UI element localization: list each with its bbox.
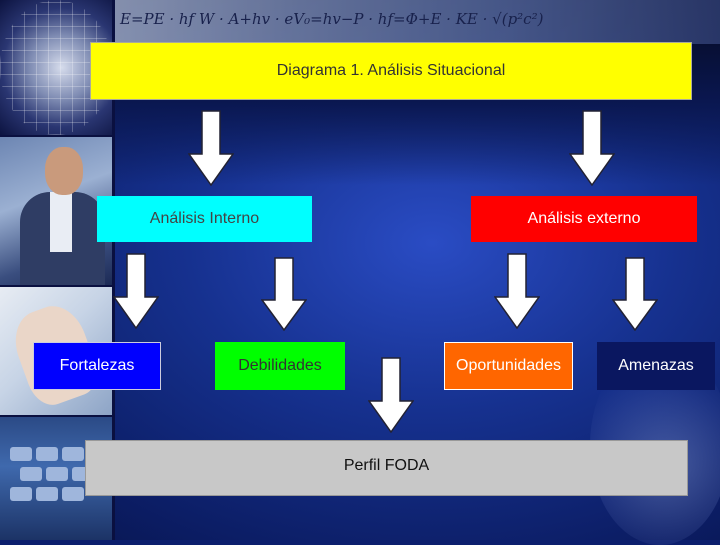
swot-profile-box: Perfil FODA	[85, 440, 688, 496]
opportunities-box: Oportunidades	[444, 342, 573, 390]
formula-banner: E=PE · hf W · A+hv · eV₀=hv−P · hf=Φ+E ·…	[0, 0, 720, 44]
threats-label: Amenazas	[618, 357, 694, 374]
swot-profile-label: Perfil FODA	[343, 457, 430, 474]
arrow-down-icon	[494, 253, 540, 329]
internal-analysis-label: Análisis Interno	[149, 210, 260, 227]
weaknesses-box: Debilidades	[215, 342, 345, 390]
threats-box: Amenazas	[597, 342, 715, 390]
arrow-down-icon	[368, 357, 414, 433]
external-analysis-box: Análisis externo	[471, 196, 697, 242]
title-text: Diagrama 1. Análisis Situacional	[276, 62, 506, 79]
arrow-down-icon	[612, 257, 658, 331]
formula-decoration: E=PE · hf W · A+hv · eV₀=hv−P · hf=Φ+E ·…	[120, 10, 544, 28]
keyboard-image	[0, 417, 112, 540]
businessman-phone-image	[0, 137, 112, 285]
arrow-down-icon	[188, 110, 234, 186]
strengths-box: Fortalezas	[33, 342, 161, 390]
arrow-down-icon	[569, 110, 615, 186]
external-analysis-label: Análisis externo	[527, 210, 641, 227]
title-box: Diagrama 1. Análisis Situacional	[90, 42, 692, 100]
arrow-down-icon	[113, 253, 159, 329]
arrow-down-icon	[261, 257, 307, 331]
strengths-label: Fortalezas	[59, 357, 135, 374]
weaknesses-label: Debilidades	[238, 357, 322, 374]
internal-analysis-box: Análisis Interno	[97, 196, 312, 242]
opportunities-label: Oportunidades	[456, 357, 561, 374]
